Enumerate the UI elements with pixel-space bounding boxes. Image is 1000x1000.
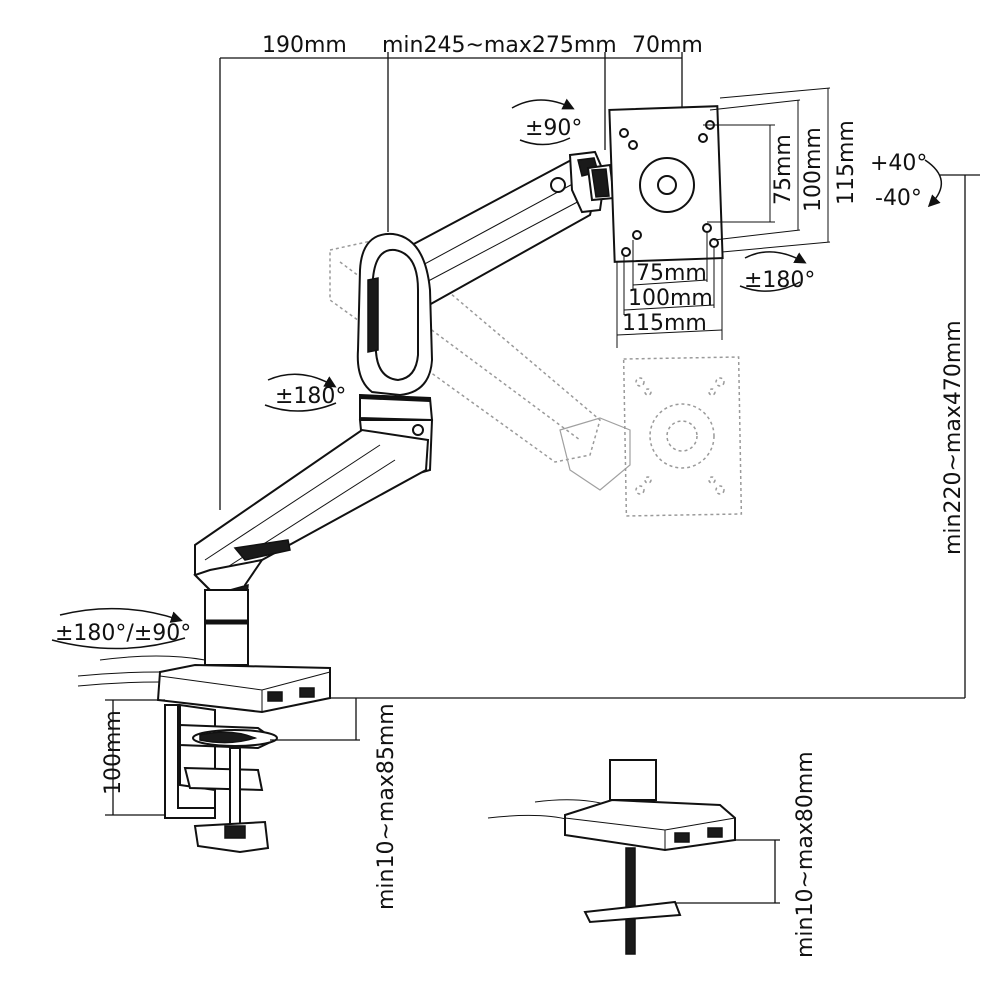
label-vesa-h-100: 100mm (628, 286, 713, 311)
label-tilt-up: +40° (870, 151, 927, 176)
label-vesa-h-75: 75mm (636, 261, 707, 286)
rotation-arrows (51, 98, 942, 650)
label-vesa-v-75: 75mm (771, 134, 796, 205)
grommet-mount (487, 759, 780, 955)
label-190mm: 190mm (262, 33, 347, 58)
label-clamp-100mm: 100mm (101, 710, 126, 795)
label-height-range: min220~max470mm (941, 320, 966, 555)
label-rotate-180-elbow: ±180° (275, 384, 346, 409)
pole-and-base (156, 589, 331, 714)
cable (77, 655, 206, 687)
top-dimension-lines (219, 52, 683, 510)
clamp-dimension-lines (105, 697, 965, 816)
label-70mm: 70mm (632, 33, 703, 58)
label-grommet-range: min10~max80mm (793, 751, 818, 958)
label-rotate-base: ±180°/±90° (55, 621, 191, 646)
label-vesa-h-115: 115mm (622, 311, 707, 336)
dimension-labels: 190mm min245~max275mm 70mm +40° -40° ±90… (55, 33, 966, 958)
desk-clamp (164, 703, 278, 854)
label-clamp-range: min10~max85mm (374, 703, 399, 910)
height-dimension-line (940, 174, 980, 698)
label-vesa-v-115: 115mm (834, 120, 859, 205)
lower-arm (193, 428, 430, 612)
vesa-horizontal-dimension-lines (616, 233, 723, 348)
label-vesa-v-100: 100mm (801, 127, 826, 212)
label-tilt-down: -40° (875, 186, 922, 211)
vesa-vertical-dimension-lines (703, 87, 831, 253)
label-arm-extension: min245~max275mm (382, 33, 617, 58)
label-rotate-180-panel: ±180° (744, 268, 815, 293)
vesa-head (586, 105, 724, 263)
label-swivel-90: ±90° (525, 116, 582, 141)
